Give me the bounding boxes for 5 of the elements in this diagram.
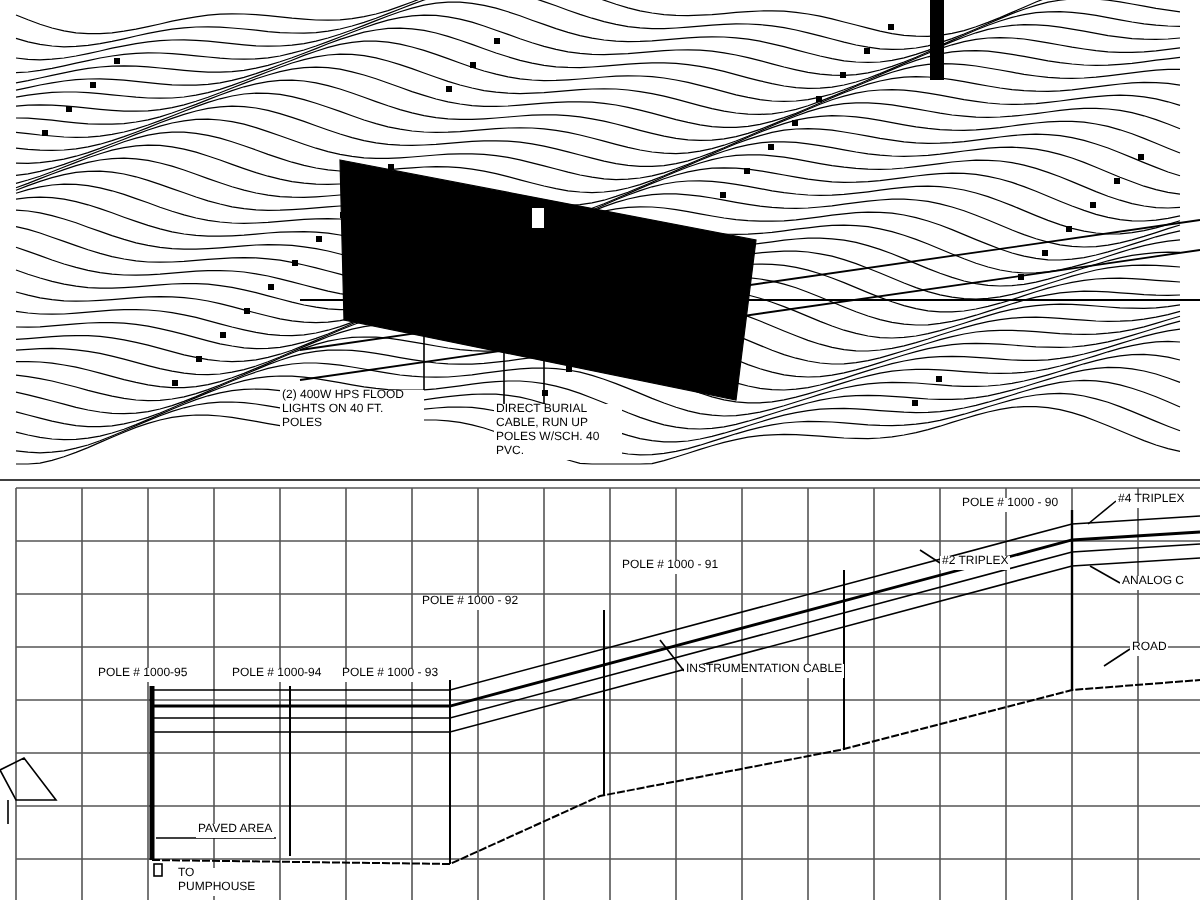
leader-line — [919, 549, 941, 564]
leader-line — [1087, 500, 1117, 525]
leader-line — [1103, 648, 1131, 667]
leader-line — [1089, 565, 1121, 584]
leader-line — [659, 639, 685, 672]
